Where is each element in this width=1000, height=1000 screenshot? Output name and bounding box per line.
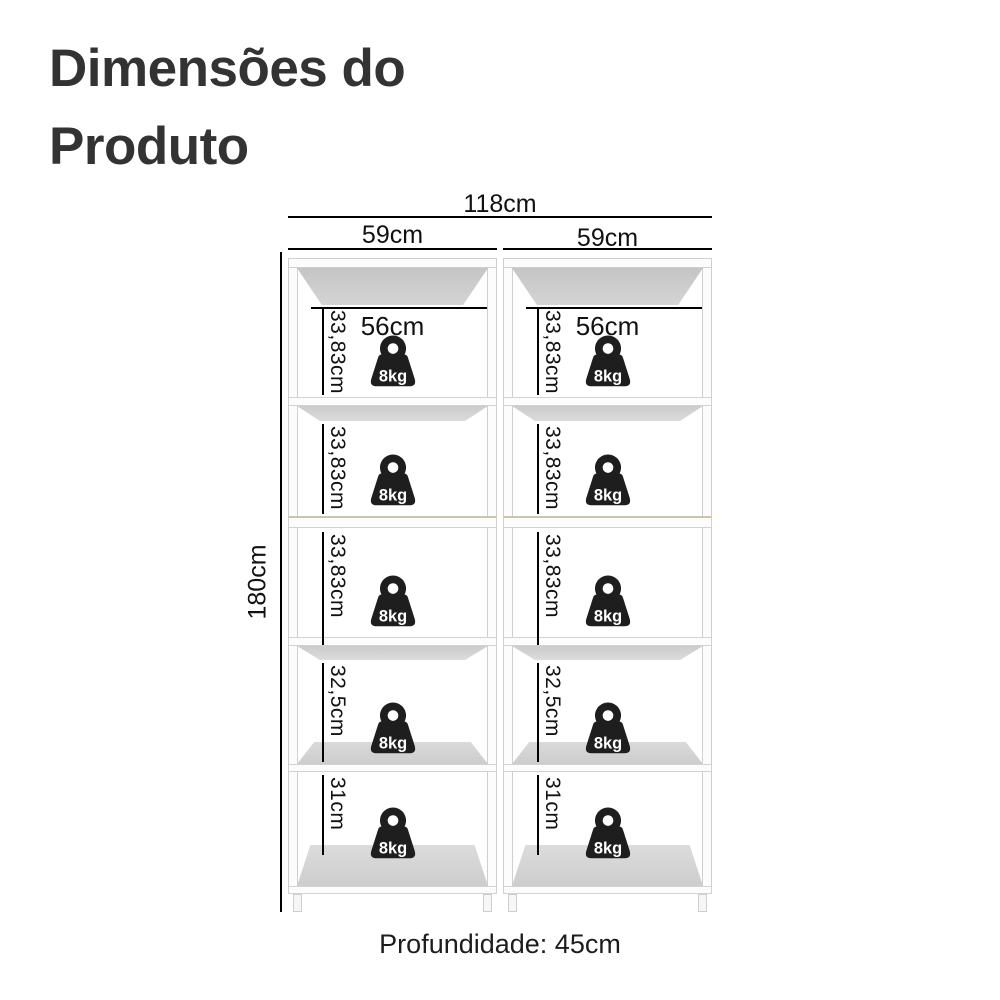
shelf-board: [503, 637, 712, 646]
compartment-height-line: [537, 532, 539, 645]
compartment-5: 31cm 8kg: [513, 772, 702, 859]
total-height-label: 180cm: [243, 544, 272, 620]
compartment-5: 31cm 8kg: [298, 772, 487, 859]
compartment-4: 32,5cm 8kg: [513, 660, 702, 762]
column-right-post: [702, 258, 712, 894]
compartment-height-line: [322, 663, 324, 762]
shelf-board-underside: [512, 646, 703, 660]
weight-load-label: 8kg: [378, 486, 406, 504]
compartment-height-label: 32,5cm: [326, 665, 349, 737]
weight-load-label: 8kg: [378, 734, 406, 752]
column-top-rail: [503, 258, 712, 268]
compartment-height-label: 32,5cm: [541, 665, 564, 737]
weight-icon: 8kg: [370, 807, 415, 859]
weight-load-label: 8kg: [378, 607, 406, 625]
module-junction-board: [503, 516, 712, 528]
column-right-leg: [483, 894, 492, 912]
weight-icon: 8kg: [585, 807, 630, 859]
depth-label: Profundidade: 45cm: [379, 929, 621, 959]
weight-icon: 8kg: [370, 335, 415, 387]
weight-load-label: 8kg: [378, 367, 406, 385]
compartment-2: 33,83cm 8kg: [298, 421, 487, 516]
inner-width-line: [311, 307, 487, 309]
total-height-line: [280, 252, 282, 912]
weight-icon: 8kg: [585, 335, 630, 387]
weight-load-label: 8kg: [593, 367, 621, 385]
compartment-2: 33,83cm 8kg: [513, 421, 702, 516]
shelving-unit: 56cm 33,83cm 8kg 33,83cm 8kg: [288, 258, 712, 912]
column-left-post: [288, 258, 298, 894]
compartment-height-label: 33,83cm: [541, 426, 564, 511]
total-width-line: [288, 216, 712, 218]
shelf-board: [288, 397, 497, 406]
compartment-height-label: 33,83cm: [541, 310, 564, 395]
weight-icon: 8kg: [585, 575, 630, 627]
compartment-1: 56cm 33,83cm 8kg: [298, 305, 487, 397]
compartment-height-label: 33,83cm: [326, 310, 349, 395]
inner-width-line: [526, 307, 702, 309]
compartment-3: 33,83cm 8kg: [298, 529, 487, 645]
left-column-width-label: 59cm: [361, 221, 424, 249]
weight-icon: 8kg: [370, 702, 415, 754]
compartment-height-line: [537, 663, 539, 762]
page-title: Dimensões do Produto: [49, 39, 406, 177]
weight-load-label: 8kg: [593, 734, 621, 752]
shelf-board-underside: [297, 406, 488, 421]
compartment-height-line: [537, 308, 539, 395]
bottom-rail: [288, 886, 497, 894]
shelf-board-underside: [297, 646, 488, 660]
compartment-height-label: 33,83cm: [326, 426, 349, 511]
weight-icon: 8kg: [370, 575, 415, 627]
shelf-column-left-slot: 56cm 33,83cm 8kg 33,83cm 8kg: [288, 258, 497, 912]
weight-icon: 8kg: [370, 454, 415, 506]
compartment-height-label: 33,83cm: [541, 534, 564, 619]
compartment-height-line: [537, 775, 539, 855]
shelf-column-right-slot: 56cm 33,83cm 8kg 33,83cm 8kg: [503, 258, 712, 912]
weight-load-label: 8kg: [593, 607, 621, 625]
compartment-height-line: [537, 424, 539, 514]
compartment-height-line: [322, 424, 324, 514]
compartment-height-line: [322, 532, 324, 645]
compartment-height-line: [322, 775, 324, 855]
module-junction-board: [288, 516, 497, 528]
column-top-rail: [288, 258, 497, 268]
bottom-rail: [503, 886, 712, 894]
shelf-board: [503, 397, 712, 406]
column-left-leg: [508, 894, 517, 912]
compartment-4: 32,5cm 8kg: [298, 660, 487, 762]
weight-load-label: 8kg: [593, 839, 621, 857]
weight-icon: 8kg: [585, 702, 630, 754]
column-top-panel: [512, 268, 703, 305]
left-column-width-line: [288, 248, 497, 250]
shelf-board-underside: [512, 406, 703, 421]
compartment-height-label: 33,83cm: [326, 534, 349, 619]
shelf-board: [288, 637, 497, 646]
compartment-height-line: [322, 308, 324, 395]
column-right-leg: [698, 894, 707, 912]
shelf-column: 56cm 33,83cm 8kg 33,83cm 8kg: [503, 258, 712, 912]
weight-load-label: 8kg: [593, 486, 621, 504]
right-column-width-line: [503, 248, 712, 250]
weight-load-label: 8kg: [378, 839, 406, 857]
compartment-1: 56cm 33,83cm 8kg: [513, 305, 702, 397]
column-right-post: [487, 258, 497, 894]
column-left-post: [503, 258, 513, 894]
weight-icon: 8kg: [585, 454, 630, 506]
column-left-leg: [293, 894, 302, 912]
shelf-board: [288, 764, 497, 772]
compartment-3: 33,83cm 8kg: [513, 529, 702, 645]
total-width-label: 118cm: [463, 190, 537, 218]
right-column-width-label: 59cm: [576, 224, 639, 252]
shelf-column: 56cm 33,83cm 8kg 33,83cm 8kg: [288, 258, 497, 912]
shelf-board: [503, 764, 712, 772]
compartment-height-label: 31cm: [541, 777, 564, 831]
compartment-height-label: 31cm: [326, 777, 349, 831]
column-top-panel: [297, 268, 488, 305]
